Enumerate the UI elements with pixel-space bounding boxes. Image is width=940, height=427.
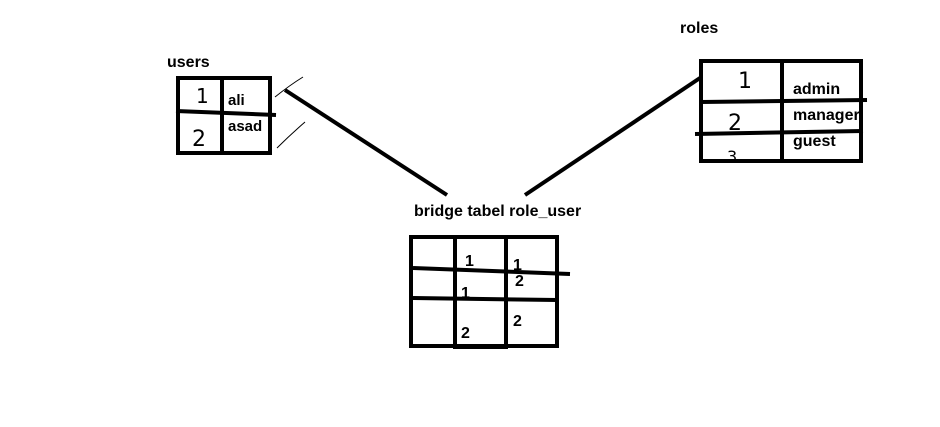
- roles-table: roles 1 admin 2 manager 3 guest: [680, 20, 868, 166]
- bridge-row-1-role-id: 1: [513, 257, 522, 274]
- roles-table-title: roles: [680, 20, 718, 37]
- bridge-row-3-user-id: 2: [461, 325, 470, 342]
- roles-row-2-name: manager: [793, 107, 860, 124]
- users-hand-tick-top: [274, 76, 304, 98]
- users-row-1-id: 1: [196, 84, 209, 108]
- bridge-table-title: bridge tabel role_user: [414, 203, 581, 220]
- users-row-1-name: ali: [228, 92, 245, 109]
- bridge-table: bridge tabel role_user 1 1 1 2 2 2: [409, 203, 581, 349]
- bridge-row-2-user-id: 1: [461, 285, 470, 302]
- bridge-row-3-role-id: 2: [513, 313, 522, 330]
- bridge-row-1-user-id: 1: [465, 253, 474, 270]
- roles-row-3-name: guest: [793, 133, 836, 150]
- users-hand-tick-bottom: [276, 121, 306, 149]
- roles-to-bridge-connector: [523, 76, 702, 197]
- users-table-title: users: [167, 54, 210, 71]
- roles-row-1-name: admin: [793, 81, 840, 98]
- users-row-2-name: asad: [228, 118, 262, 135]
- bridge-user-id-column: [453, 235, 508, 349]
- roles-row-2-id: 2: [728, 111, 742, 136]
- roles-row-divider-1: [700, 98, 868, 104]
- bridge-row-divider-1: [412, 266, 571, 276]
- bridge-row-2-role-id: 2: [515, 273, 524, 290]
- users-table: users 1 ali 2 asad: [167, 54, 306, 155]
- users-row-divider: [175, 109, 277, 117]
- roles-row-3-id: 3: [727, 147, 737, 166]
- bridge-row-divider-2: [412, 296, 558, 302]
- bridge-table-frame: [409, 235, 559, 348]
- roles-row-1-id: 1: [738, 69, 752, 94]
- users-row-2-id: 2: [192, 127, 206, 152]
- users-to-bridge-connector: [283, 88, 449, 197]
- roles-row-divider-2: [694, 129, 864, 136]
